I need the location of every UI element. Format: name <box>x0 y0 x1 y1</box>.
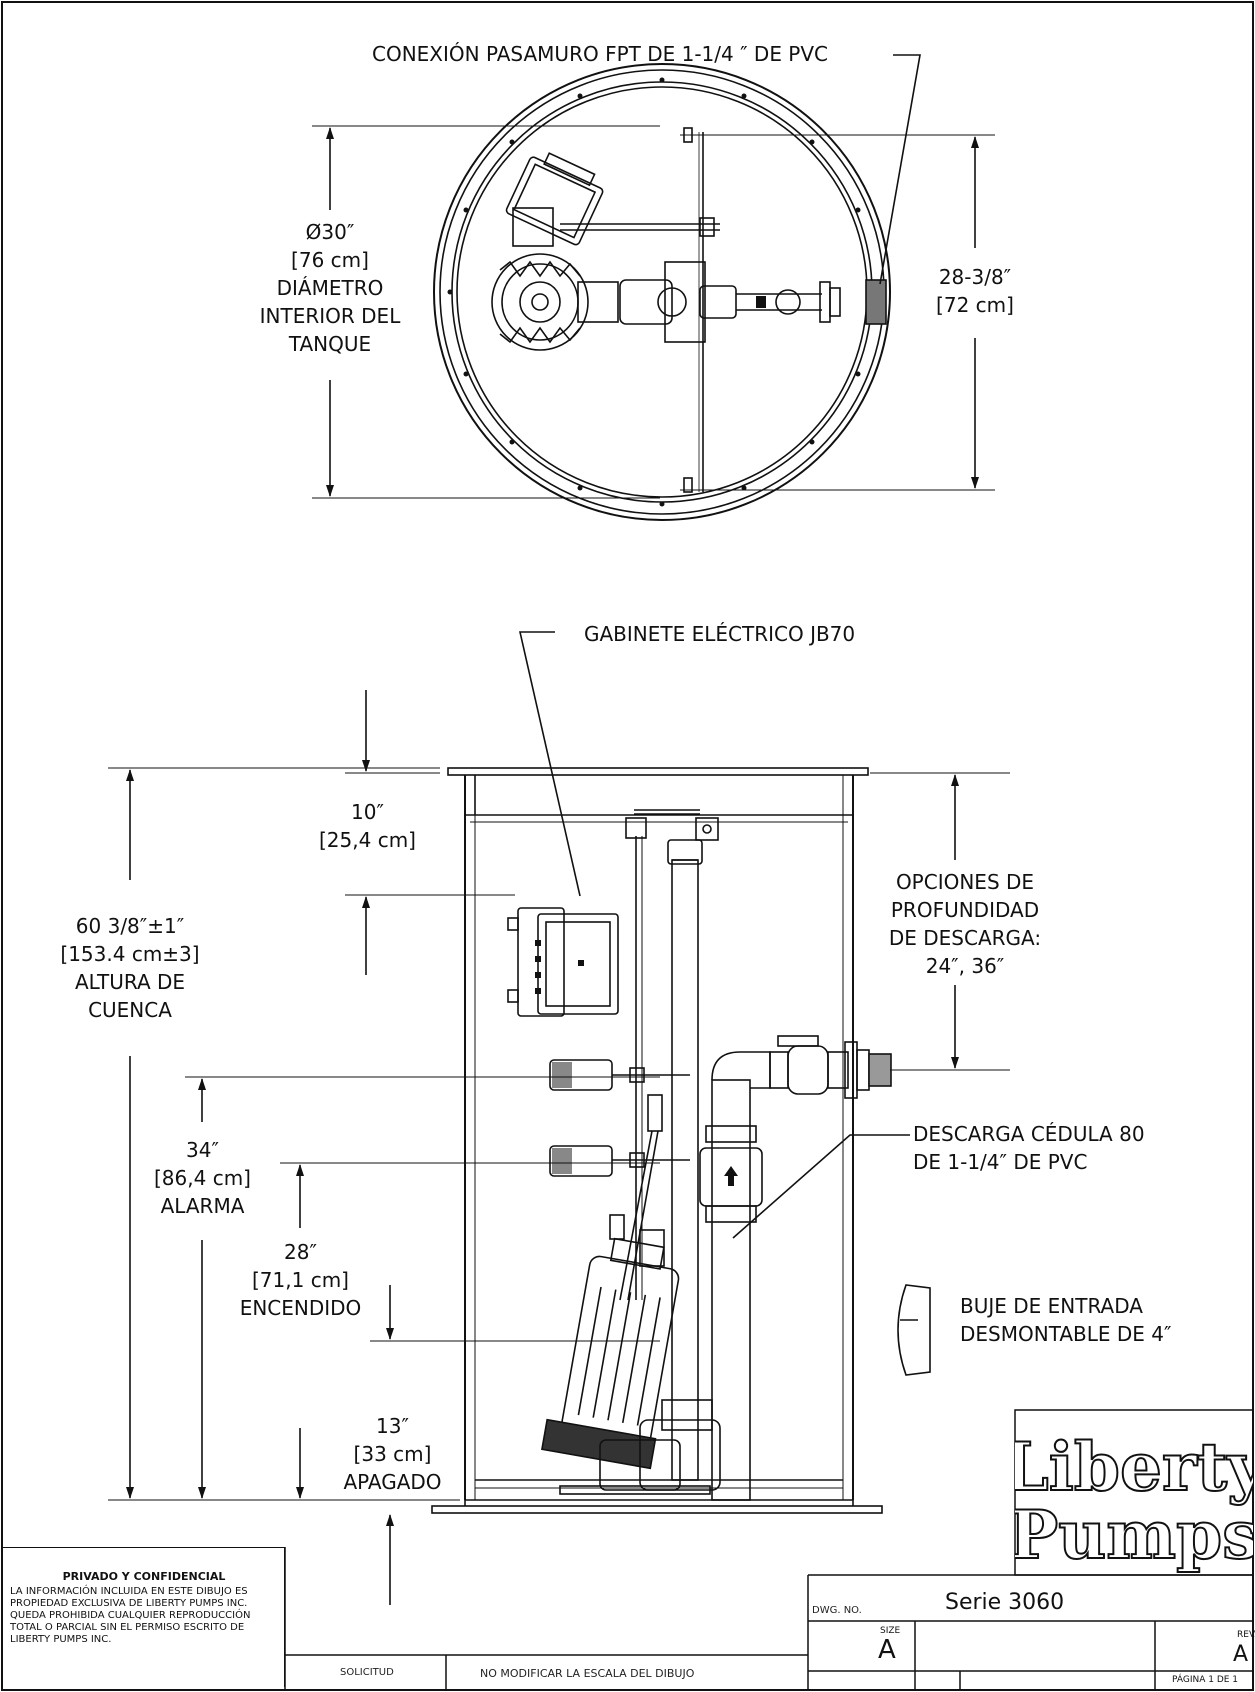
inlet-hub <box>897 1284 931 1376</box>
liberty-pumps-logo: Liberty Pumps <box>1015 1427 1253 1575</box>
confidential-notice: PRIVADO Y CONFIDENCIAL LA INFORMACIÓN IN… <box>2 1547 285 1687</box>
size-value: A <box>878 1635 896 1665</box>
label-diameter: Ø30″ [76 cm] DIÁMETRO INTERIOR DEL TANQU… <box>259 220 401 356</box>
confidential-body: LA INFORMACIÓN INCLUIDA EN ESTE DIBUJO E… <box>10 1586 251 1645</box>
confidential-title: PRIVADO Y CONFIDENCIAL <box>62 1570 226 1583</box>
title-block-lines <box>284 1547 1253 1690</box>
svg-text:Pumps: Pumps <box>1015 1496 1253 1574</box>
label-on-level: 28″ [71,1 cm] ENCENDIDO <box>239 1240 362 1320</box>
side-view <box>431 767 892 1514</box>
leader-discharge <box>732 1134 910 1239</box>
label-inlet-hub: BUJE DE ENTRADA DESMONTABLE DE 4″ <box>960 1294 1172 1346</box>
label-basin-height: 60 3/8″±1″ [153.4 cm±3] ALTURA DE CUENCA <box>60 914 200 1022</box>
label-off-level: 13″ [33 cm] APAGADO <box>343 1414 442 1494</box>
svg-text:Liberty: Liberty <box>1015 1428 1253 1506</box>
leader-cabinet <box>518 631 581 897</box>
label-cabinet-depth: 10″ [25,4 cm] <box>319 800 416 852</box>
label-connection: CONEXIÓN PASAMURO FPT DE 1-1/4 ″ DE PVC <box>372 42 829 66</box>
rev-value: A <box>1233 1642 1249 1667</box>
label-alarm: 34″ [86,4 cm] ALARMA <box>154 1138 251 1218</box>
size-label: SIZE <box>880 1626 901 1636</box>
label-discharge-depth: OPCIONES DE PROFUNDIDAD DE DESCARGA: 24″… <box>888 870 1042 978</box>
label-cabinet: GABINETE ELÉCTRICO JB70 <box>584 622 856 646</box>
label-inner-height: 28-3/8″ [72 cm] <box>936 265 1014 317</box>
drawing-number: Serie 3060 <box>945 1590 1065 1615</box>
top-view <box>433 63 891 521</box>
no-scale-note: NO MODIFICAR LA ESCALA DEL DIBUJO <box>480 1667 695 1680</box>
label-discharge-pipe: DESCARGA CÉDULA 80 DE 1-1/4″ DE PVC <box>913 1122 1145 1174</box>
dwg-no-label: DWG. NO. <box>812 1605 862 1616</box>
rev-label: REV. <box>1237 1630 1255 1640</box>
solicitud-label: SOLICITUD <box>340 1667 394 1678</box>
page-number: PÁGINA 1 DE 1 <box>1172 1675 1239 1685</box>
leader-connection <box>879 54 921 285</box>
